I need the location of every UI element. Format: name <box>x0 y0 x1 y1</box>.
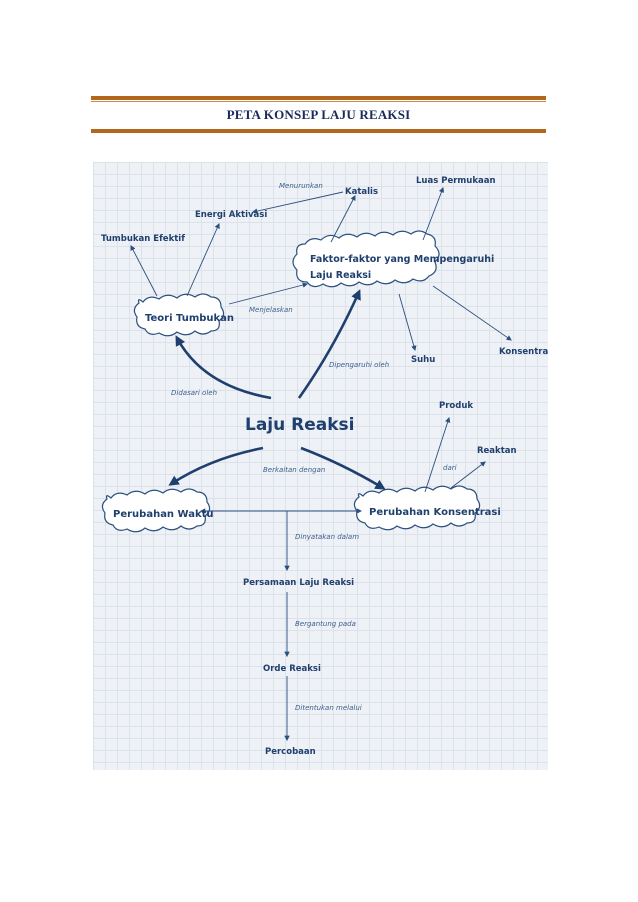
link-dari: dari <box>443 464 457 472</box>
link-bergantung-pada: Bergantung pada <box>295 620 356 628</box>
node-orde-reaksi: Orde Reaksi <box>263 664 321 674</box>
waktu-cloud <box>101 488 211 533</box>
arrow-laju-waktu <box>168 446 264 486</box>
node-persamaan-laju: Persamaan Laju Reaksi <box>243 578 354 588</box>
link-ditentukan-melalui: Ditentukan melalui <box>295 704 362 712</box>
link-menurunkan: Menurunkan <box>279 182 323 190</box>
node-percobaan: Percobaan <box>265 747 316 757</box>
arrow-konsentrasi-produk <box>424 416 451 493</box>
arrow-katalis-energi <box>251 191 344 214</box>
arrow-teori-energi <box>186 223 220 297</box>
node-faktor-line1: Faktor-faktor yang Mempengaruhi <box>310 254 494 265</box>
node-perubahan-konsentrasi: Perubahan Konsentrasi <box>369 507 501 518</box>
node-tumbukan-efektif: Tumbukan Efektif <box>101 234 185 244</box>
arrow-laju-konsentrasi <box>300 446 386 490</box>
arrow-laju-teori <box>175 335 272 400</box>
header-rule-thin <box>91 101 546 102</box>
arrow-faktor-suhu <box>398 293 417 352</box>
node-energi-aktivasi: Energi Aktivasi <box>195 210 267 220</box>
arrow-faktor-konsentrasi <box>432 285 512 341</box>
link-didasari-oleh: Didasari oleh <box>171 389 217 397</box>
arrow-faktor-luas <box>422 186 444 241</box>
node-teori-tumbukan: Teori Tumbukan <box>145 313 234 324</box>
node-katalis: Katalis <box>345 187 378 197</box>
link-berkaitan-dengan: Berkaitan dengan <box>263 466 325 474</box>
arrow-faktor-katalis <box>330 195 356 243</box>
node-konsentrasi: Konsentrasi <box>499 347 548 357</box>
node-suhu: Suhu <box>411 355 435 365</box>
node-produk: Produk <box>439 401 473 411</box>
arrow-laju-faktor <box>297 289 361 399</box>
node-perubahan-waktu: Perubahan Waktu <box>113 509 214 520</box>
arrow-teori-tumbukan <box>130 245 158 297</box>
arrow-teori-faktor <box>228 282 309 305</box>
header-rule-bottom <box>91 129 546 133</box>
faktor-cloud <box>292 230 440 288</box>
konsentrasi-cloud <box>353 485 481 531</box>
node-reaktan: Reaktan <box>477 446 517 456</box>
link-dipengaruhi-oleh: Dipengaruhi oleh <box>329 361 389 369</box>
node-luas-permukaan: Luas Permukaan <box>416 176 496 186</box>
link-menjelaskan: Menjelaskan <box>249 306 293 314</box>
concept-map: Katalis Luas Permukaan Energi Aktivasi T… <box>93 162 548 770</box>
teori-cloud <box>133 293 225 337</box>
node-faktor-line2: Laju Reaksi <box>310 270 371 281</box>
arrow-konsentrasi-reaktan <box>450 461 486 489</box>
header-rule-top <box>91 96 546 100</box>
concept-map-svg: Katalis Luas Permukaan Energi Aktivasi T… <box>101 176 548 757</box>
node-laju-reaksi: Laju Reaksi <box>245 415 355 435</box>
link-dinyatakan-dalam: Dinyatakan dalam <box>295 533 359 541</box>
page-title: PETA KONSEP LAJU REAKSI <box>226 107 411 122</box>
